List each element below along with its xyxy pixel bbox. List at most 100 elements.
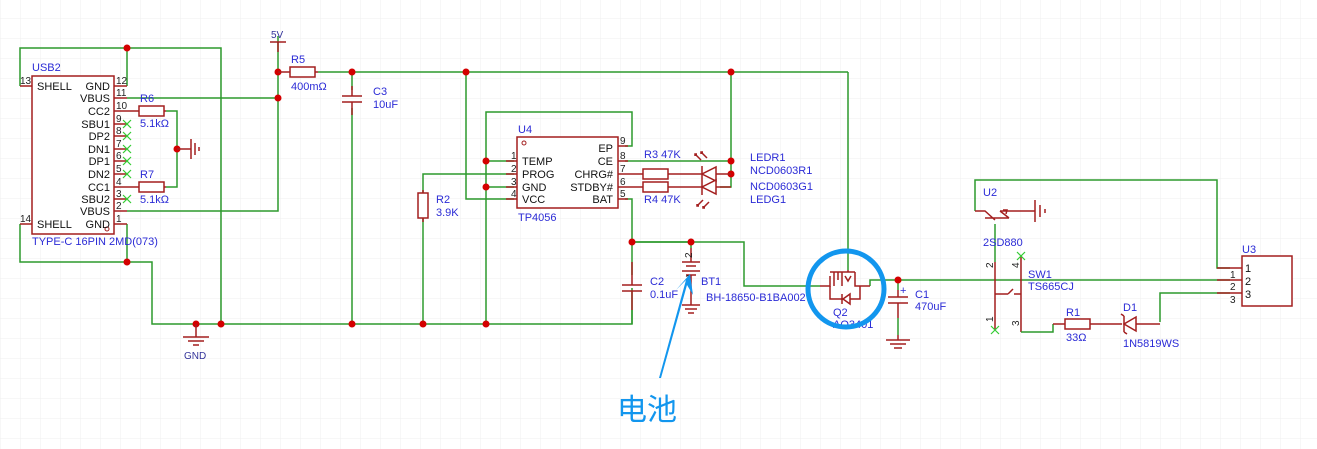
ic-u4-tp4056[interactable]: U4 TP4056 1 2 3 4 TEMP PROG GND VCC 9 8 …	[506, 124, 628, 224]
usb-pin-num: 1	[116, 214, 122, 225]
resistor-r1[interactable]: R1 33Ω	[1053, 307, 1103, 344]
d1-value: 1N5819WS	[1123, 338, 1179, 350]
u4-pin-num: 7	[620, 164, 626, 175]
battery-bt1[interactable]: 2 1 BT1 BH-18650-B1BA002	[682, 248, 806, 314]
highlight-circle	[805, 248, 887, 330]
usb2-value: TYPE-C 16PIN 2MD(073)	[32, 236, 158, 248]
usb2-connector[interactable]: USB2 TYPE-C 16PIN 2MD(073) 13 12 11 10 9…	[20, 62, 158, 248]
switch-sw1[interactable]: 2 4 1 3 SW1 TS665CJ	[985, 251, 1074, 335]
c1-value: 470uF	[915, 301, 946, 313]
ledr-value: NCD0603R1	[750, 165, 812, 177]
sw1-pin: 2	[985, 262, 996, 268]
u3-outer-pin: 2	[1230, 282, 1236, 293]
u4-pin-name: PROG	[522, 169, 554, 181]
r4-label: R4 47K	[644, 194, 681, 206]
r3-label: R3 47K	[644, 149, 681, 161]
usb-pin-name: CC1	[88, 182, 110, 194]
resistor-r5[interactable]: R5 400mΩ	[278, 54, 327, 93]
c3-ref: C3	[373, 86, 387, 98]
usb-pin-num: 8	[116, 126, 122, 137]
usb-pin-num: 11	[116, 88, 127, 99]
d1-ref: D1	[1123, 302, 1137, 314]
c2-value: 0.1uF	[650, 289, 678, 301]
r2-ref: R2	[436, 194, 450, 206]
usb-pin-name: CC2	[88, 106, 110, 118]
usb-pin-name: SBU2	[81, 194, 110, 206]
usb-pin-num: 2	[116, 201, 122, 212]
usb-pin-name: VBUS	[80, 206, 110, 218]
u4-pin-name: CHRG#	[574, 169, 613, 181]
usb-pin-name: GND	[86, 219, 111, 231]
vcc-5v-port[interactable]: 5V	[270, 30, 286, 52]
u4-pin-num: 1	[511, 151, 517, 162]
u3-pin: 1	[1245, 263, 1251, 275]
u4-pin-num: 2	[511, 164, 517, 175]
resistor-r2[interactable]: R2 3.9K	[417, 190, 459, 222]
usb-pin-num: 7	[116, 139, 122, 150]
usb2-ref: USB2	[32, 62, 61, 74]
u4-pin-name: VCC	[522, 194, 545, 206]
r5-value: 400mΩ	[291, 81, 327, 93]
resistor-r3[interactable]: R3 47K	[628, 149, 681, 180]
bt1-ref: BT1	[701, 276, 721, 288]
usb-pin-name: VBUS	[80, 93, 110, 105]
r6-ref: R6	[140, 93, 154, 105]
u3-pin: 2	[1245, 276, 1251, 288]
usb-pin-num: 3	[116, 189, 122, 200]
c1-polarity: +	[900, 285, 906, 297]
r5-ref: R5	[291, 54, 305, 66]
c3-value: 10uF	[373, 99, 398, 111]
u4-pin-name: TEMP	[522, 156, 553, 168]
usb-pin-num: 5	[116, 164, 122, 175]
capacitor-c1[interactable]: + C1 470uF	[886, 285, 946, 349]
u2-ref: U2	[983, 187, 997, 199]
transistor-u2[interactable]: U2 2SD880	[975, 187, 1046, 249]
r2-value: 3.9K	[436, 207, 459, 219]
bt1-value: BH-18650-B1BA002	[706, 292, 806, 304]
u3-outer-pin: 1	[1230, 270, 1236, 281]
usb-pin-name: DN1	[88, 144, 110, 156]
resistor-r7[interactable]: R7 5.1kΩ	[127, 169, 169, 206]
gnd-label: GND	[184, 351, 206, 362]
u4-pin-name: CE	[598, 156, 613, 168]
q2-ref: Q2	[833, 307, 848, 319]
usb-pin-name: SBU1	[81, 119, 110, 131]
u3-pin: 3	[1245, 289, 1251, 301]
u4-pin-num: 8	[620, 151, 626, 162]
usb-pin-num: 14	[20, 214, 32, 225]
ledr-ref: LEDR1	[750, 152, 785, 164]
r7-ref: R7	[140, 169, 154, 181]
u4-pin-name: BAT	[592, 194, 613, 206]
led-pair[interactable]: LEDR1 NCD0603R1 NCD0603G1 LEDG1	[680, 151, 813, 209]
diode-d1[interactable]: D1 1N5819WS	[1103, 302, 1179, 350]
u4-value: TP4056	[518, 212, 557, 224]
annotation-arrow	[659, 274, 693, 378]
ledg-ref: LEDG1	[750, 194, 786, 206]
u3-outer-pin: 3	[1230, 295, 1236, 306]
no-connect-marks	[122, 119, 132, 204]
r1-ref: R1	[1066, 307, 1080, 319]
usb-pin-name: DP2	[89, 131, 110, 143]
capacitor-c3[interactable]: C3 10uF	[342, 86, 398, 115]
u4-pin-name: GND	[522, 182, 547, 194]
sw1-ref: SW1	[1028, 269, 1052, 281]
u4-pin-name: STDBY#	[570, 182, 614, 194]
u3-ref: U3	[1242, 244, 1256, 256]
u4-pin-num: 5	[620, 189, 626, 200]
u4-pin-num: 9	[620, 136, 626, 147]
c1-ref: C1	[915, 289, 929, 301]
c2-ref: C2	[650, 276, 664, 288]
usb-pin-num: 9	[116, 114, 122, 125]
resistor-r4[interactable]: R4 47K	[628, 181, 681, 206]
resistor-r6[interactable]: R6 5.1kΩ	[127, 93, 169, 130]
connector-u3[interactable]: U3 1 2 3 1 2 3	[1217, 244, 1293, 307]
capacitor-c2[interactable]: C2 0.1uF	[622, 262, 678, 324]
sw1-value: TS665CJ	[1028, 281, 1074, 293]
annotation-overlay: 电池	[617, 248, 887, 428]
usb-pin-num: 13	[20, 76, 32, 87]
sw1-pin: 4	[1011, 262, 1022, 268]
u4-pin-name: EP	[598, 143, 613, 155]
